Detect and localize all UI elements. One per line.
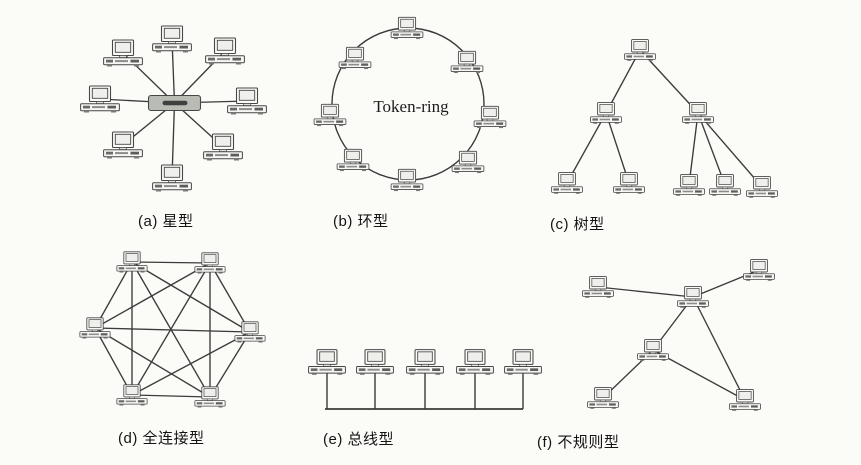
computer-icon [456,349,494,376]
computer-icon [709,174,741,197]
computer-icon [743,259,775,282]
connection-line [697,112,763,188]
computer-icon [203,133,243,162]
caption-star: (a) 星型 [138,213,194,230]
connection-line [94,327,251,333]
connection-line [697,112,726,186]
panel-irregular [555,250,850,422]
irregular-topology-diagram [582,259,775,412]
connection-line [209,331,251,398]
computer-icon [729,389,761,412]
connection-line [131,261,251,333]
computer-icon [551,172,583,195]
panel-ring: Token-ring [295,10,525,210]
connection-line [692,296,746,401]
computer-icon [356,349,394,376]
panel-bus [295,335,555,423]
connection-line [94,262,211,329]
computer-icon [582,276,614,299]
connection-line [566,112,607,184]
panel-tree [540,15,800,207]
tree-topology-diagram [551,39,778,199]
computer-icon [473,105,507,129]
computer-icon [637,339,669,362]
caption-full-mesh: (d) 全连接型 [118,430,205,447]
computer-icon [746,176,778,199]
panel-star [55,15,300,207]
computer-icon [103,39,143,68]
computer-icon [308,349,346,376]
connection-line [94,327,133,396]
computer-icon [313,103,347,127]
caption-tree: (c) 树型 [550,216,605,233]
caption-bus: (e) 总线型 [323,431,395,448]
connection-line [94,261,133,329]
computer-icon [587,387,619,410]
computer-icon [406,349,444,376]
computer-icon [152,164,192,193]
computer-icon [504,349,542,376]
computer-icon [338,46,372,70]
computer-icon [624,39,656,62]
connection-line [131,394,211,398]
computer-icon [152,25,192,54]
connection-line [597,286,694,298]
computer-icon [590,102,622,125]
token-ring-label: Token-ring [373,97,449,116]
star-topology-diagram [80,25,267,193]
computer-icon [613,172,645,195]
computer-icon [450,50,484,74]
panel-full-mesh [55,250,295,420]
bus-topology-diagram [308,349,542,410]
hub-label-smudge [162,100,188,106]
computer-icon [682,102,714,125]
computer-icon [103,131,143,160]
connection-line [688,112,699,186]
ring-topology-diagram: Token-ring [313,16,507,192]
full-mesh-topology-diagram [79,251,266,408]
computer-icon [336,148,370,172]
connection-line [605,112,630,184]
caption-irregular: (f) 不规则型 [537,434,620,451]
computer-icon [205,37,245,66]
connection-line [94,327,211,398]
computer-icon [673,174,705,197]
caption-ring: (b) 环型 [333,213,389,230]
connection-line [131,261,211,264]
computer-icon [677,286,709,309]
connection-line [209,262,251,333]
connection-line [131,331,251,396]
connection-line [131,262,211,396]
computer-icon [390,168,424,192]
